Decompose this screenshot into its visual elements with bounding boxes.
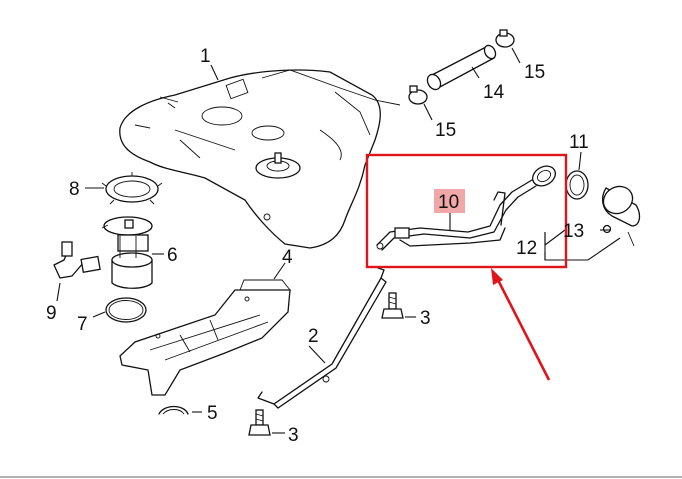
highlight-box [365, 153, 568, 269]
bolt-lower [248, 409, 271, 436]
callout-12: 12 [516, 238, 537, 259]
filler-gasket [565, 170, 589, 200]
fuel-filler-door [601, 185, 641, 247]
callout-2: 2 [308, 326, 319, 347]
callout-10-highlight [434, 189, 465, 213]
heat-shield [119, 279, 291, 396]
callout-3-upper: 3 [420, 308, 431, 329]
callout-7: 7 [77, 314, 88, 335]
callout-1: 1 [200, 46, 211, 67]
callout-14: 14 [483, 82, 505, 103]
callout-6: 6 [167, 245, 178, 266]
hose-clamp-lower [408, 85, 428, 105]
callout-3-lower: 3 [288, 425, 299, 446]
highlight-arrow-head [491, 268, 503, 285]
callout-15-lower: 15 [435, 120, 456, 141]
hose-clamp-upper [495, 29, 515, 48]
callout-11: 11 [569, 132, 589, 153]
o-ring [105, 297, 147, 323]
callout-13: 13 [563, 221, 584, 242]
callout-5: 5 [207, 403, 218, 424]
callout-labels: 1 2 3 3 4 5 6 7 8 9 10 11 12 13 14 15 15 [46, 46, 589, 446]
callout-8: 8 [69, 179, 80, 200]
callout-10: 10 [438, 192, 459, 213]
callout-4: 4 [282, 247, 293, 268]
callout-15-upper: 15 [524, 62, 545, 83]
fuel-pump-module [101, 216, 153, 289]
fuel-tank [119, 69, 401, 249]
leader-lines [56, 47, 621, 434]
fuel-level-sender [53, 241, 101, 279]
tank-strap [257, 267, 387, 409]
filler-neck-tube [376, 165, 556, 251]
filler-hose [426, 44, 497, 91]
screw [602, 224, 612, 234]
callout-9: 9 [46, 303, 57, 324]
highlight-arrow-shaft [494, 275, 551, 381]
lock-ring [101, 172, 163, 205]
clip [158, 405, 189, 415]
bolt-upper [381, 292, 404, 319]
